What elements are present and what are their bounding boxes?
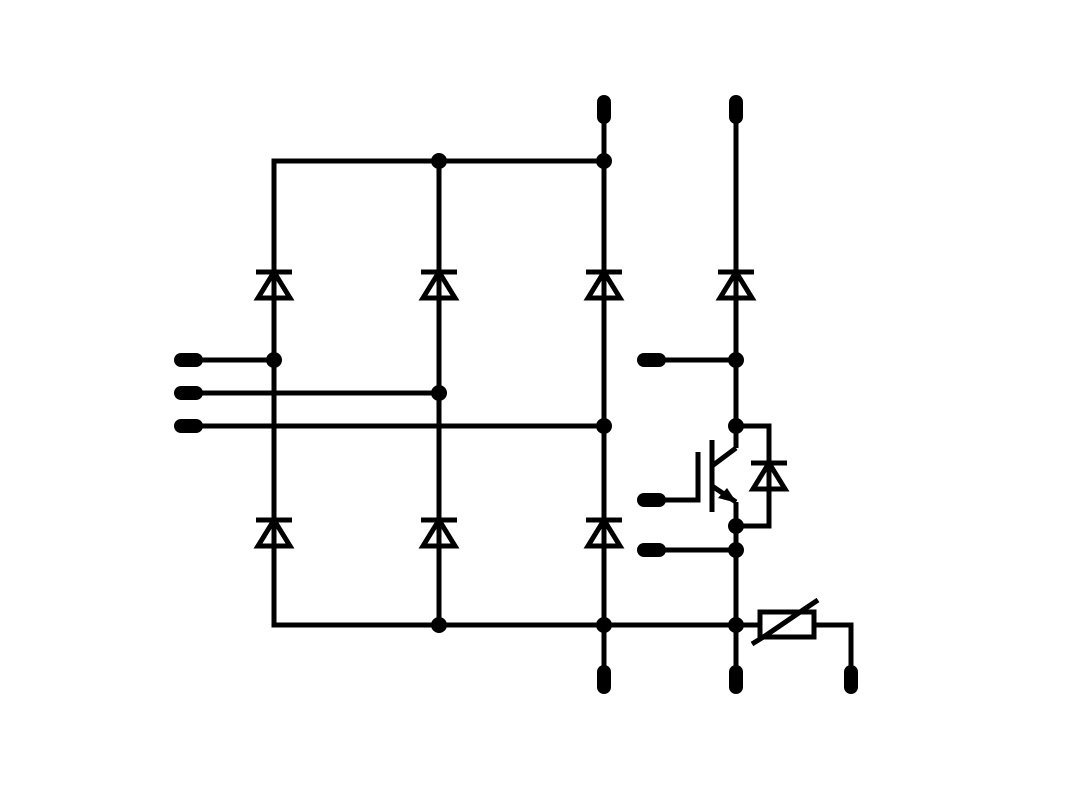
diode-upper-1 (253, 267, 295, 301)
junction-dots (266, 153, 744, 633)
junction-dot (728, 617, 744, 633)
junction-dot (728, 418, 744, 434)
igbt-transistor (650, 440, 738, 512)
junction-dot (431, 617, 447, 633)
diode-freewheel (748, 458, 790, 492)
junction-dot (596, 153, 612, 169)
diode-brake (715, 267, 757, 301)
diode-lower-3 (583, 515, 625, 549)
junction-dot (728, 352, 744, 368)
junction-dot (266, 352, 282, 368)
junction-dot (431, 385, 447, 401)
junction-dot (596, 418, 612, 434)
ac-input-lines (187, 357, 604, 429)
junction-dot (728, 518, 744, 534)
diode-lower-1 (253, 515, 295, 549)
thermistor (750, 597, 854, 678)
igbt-emitter-arrow (718, 488, 737, 503)
bottom-dc-bus (271, 360, 760, 678)
diode-upper-3 (583, 267, 625, 301)
brake-leg (650, 108, 739, 678)
junction-dot (431, 153, 447, 169)
top-dc-bus (271, 108, 607, 625)
terminals (174, 95, 858, 694)
freewheel-loop (736, 423, 772, 529)
diode-upper-2 (418, 267, 460, 301)
diode-lower-2 (418, 515, 460, 549)
junction-dot (728, 542, 744, 558)
junction-dot (596, 617, 612, 633)
